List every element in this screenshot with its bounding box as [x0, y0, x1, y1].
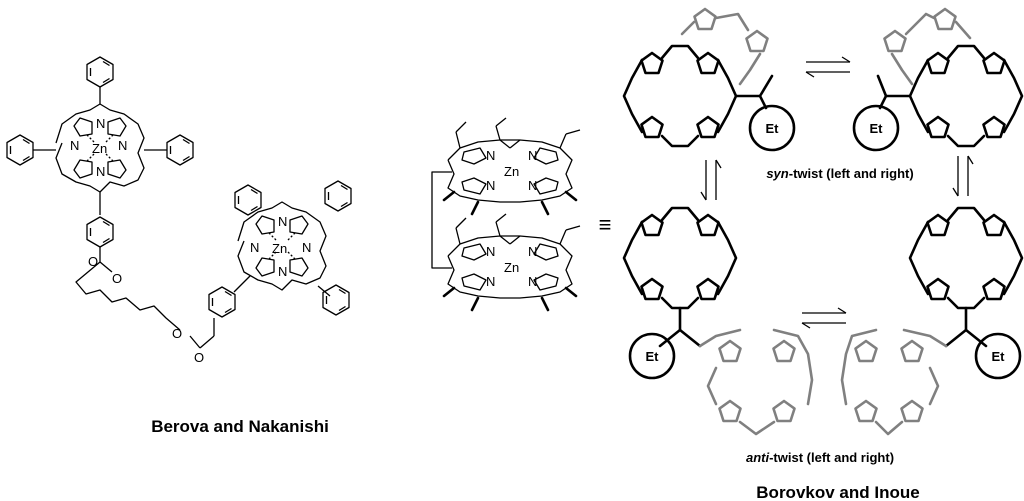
atom-o: O: [194, 350, 204, 365]
ethyl-label: Et: [870, 121, 884, 136]
atom-n: N: [486, 148, 495, 163]
atom-n: N: [70, 138, 79, 153]
ethyl-label: Et: [992, 349, 1006, 364]
atom-zn: Zn: [504, 260, 519, 275]
atom-o: O: [88, 254, 98, 269]
syn-twist-left: Et: [624, 7, 796, 152]
equilibrium-arrow-bottom: [801, 307, 847, 329]
atom-n: N: [528, 148, 537, 163]
atom-n: N: [278, 214, 287, 229]
atom-n: N: [96, 164, 105, 179]
equilibrium-arrow-right: [952, 155, 974, 197]
syn-prefix: syn: [766, 166, 788, 181]
atom-zn: Zn: [504, 164, 519, 179]
ethyl-label: Et: [766, 121, 780, 136]
stacked-bisporphyrin: N N N N Zn N N N N Zn: [431, 116, 582, 312]
atom-o: O: [112, 271, 122, 286]
atom-zn: Zn: [272, 241, 287, 256]
caption-berova-nakanishi: Berova and Nakanishi: [151, 417, 329, 436]
equilibrium-arrow-top: [805, 56, 851, 78]
anti-suffix: -twist (left and right): [769, 450, 894, 465]
atom-o: O: [172, 326, 182, 341]
anti-twist-right: Et: [840, 208, 1022, 436]
anti-prefix: anti: [746, 450, 770, 465]
caption-anti-twist: anti-twist (left and right): [746, 450, 894, 465]
atom-n: N: [118, 138, 127, 153]
berova-nakanishi-structure: N N N N Zn N N N N Zn O O O O: [6, 56, 352, 365]
atom-n: N: [250, 240, 259, 255]
atom-n: N: [528, 178, 537, 193]
atom-n: N: [278, 264, 287, 279]
atom-n: N: [96, 116, 105, 131]
caption-syn-twist: syn-twist (left and right): [766, 166, 913, 181]
atom-zn: Zn: [92, 141, 107, 156]
anti-twist-left: Et: [624, 208, 814, 436]
atom-n: N: [486, 178, 495, 193]
ethyl-label: Et: [646, 349, 660, 364]
atom-n: N: [528, 274, 537, 289]
atom-n: N: [528, 244, 537, 259]
atom-n: N: [486, 274, 495, 289]
syn-twist-right: Et: [852, 7, 1022, 152]
atom-n: N: [302, 240, 311, 255]
atom-n: N: [486, 244, 495, 259]
caption-borovkov-inoue: Borovkov and Inoue: [756, 483, 919, 501]
equilibrium-arrow-left: [700, 159, 722, 201]
equivalence-symbol: ≡: [599, 212, 612, 237]
syn-suffix: -twist (left and right): [789, 166, 914, 181]
